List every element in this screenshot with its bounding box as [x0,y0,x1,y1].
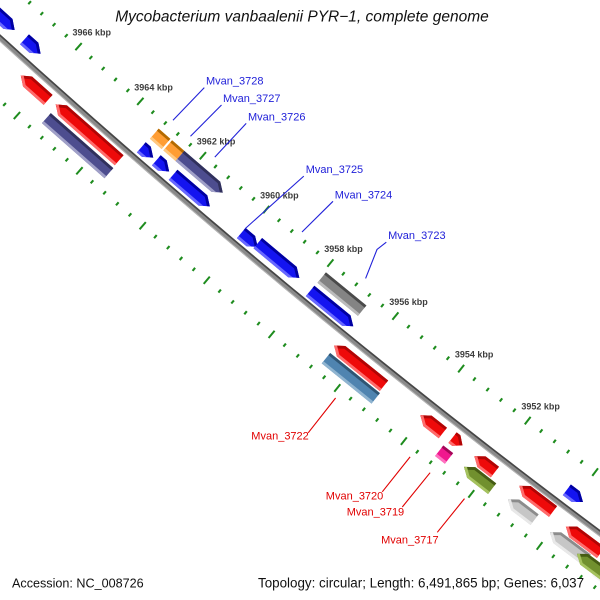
svg-text:Topology: circular; Length: 6,: Topology: circular; Length: 6,491,865 bp… [258,575,584,590]
svg-text:Mycobacterium vanbaalenii PYR−: Mycobacterium vanbaalenii PYR−1, complet… [115,9,489,26]
svg-text:Mvan_3726: Mvan_3726 [248,112,306,124]
svg-text:Mvan_3719: Mvan_3719 [347,506,405,518]
svg-text:3954 kbp: 3954 kbp [455,349,494,359]
svg-text:3964 kbp: 3964 kbp [134,82,173,92]
svg-text:Mvan_3723: Mvan_3723 [388,230,446,242]
svg-text:3962 kbp: 3962 kbp [197,137,236,147]
svg-text:Mvan_3717: Mvan_3717 [381,535,439,547]
svg-text:3952 kbp: 3952 kbp [521,401,560,411]
svg-text:Mvan_3724: Mvan_3724 [335,189,393,201]
svg-text:Mvan_3725: Mvan_3725 [306,164,364,176]
svg-text:Mvan_3727: Mvan_3727 [223,93,281,105]
svg-text:3956 kbp: 3956 kbp [389,297,428,307]
svg-text:Accession: NC_008726: Accession: NC_008726 [12,576,144,590]
svg-text:Mvan_3720: Mvan_3720 [326,491,384,503]
svg-text:3960 kbp: 3960 kbp [260,190,299,200]
svg-text:Mvan_3728: Mvan_3728 [206,76,264,88]
svg-text:3958 kbp: 3958 kbp [324,244,363,254]
svg-text:3966 kbp: 3966 kbp [73,28,112,38]
svg-text:Mvan_3722: Mvan_3722 [251,431,308,443]
